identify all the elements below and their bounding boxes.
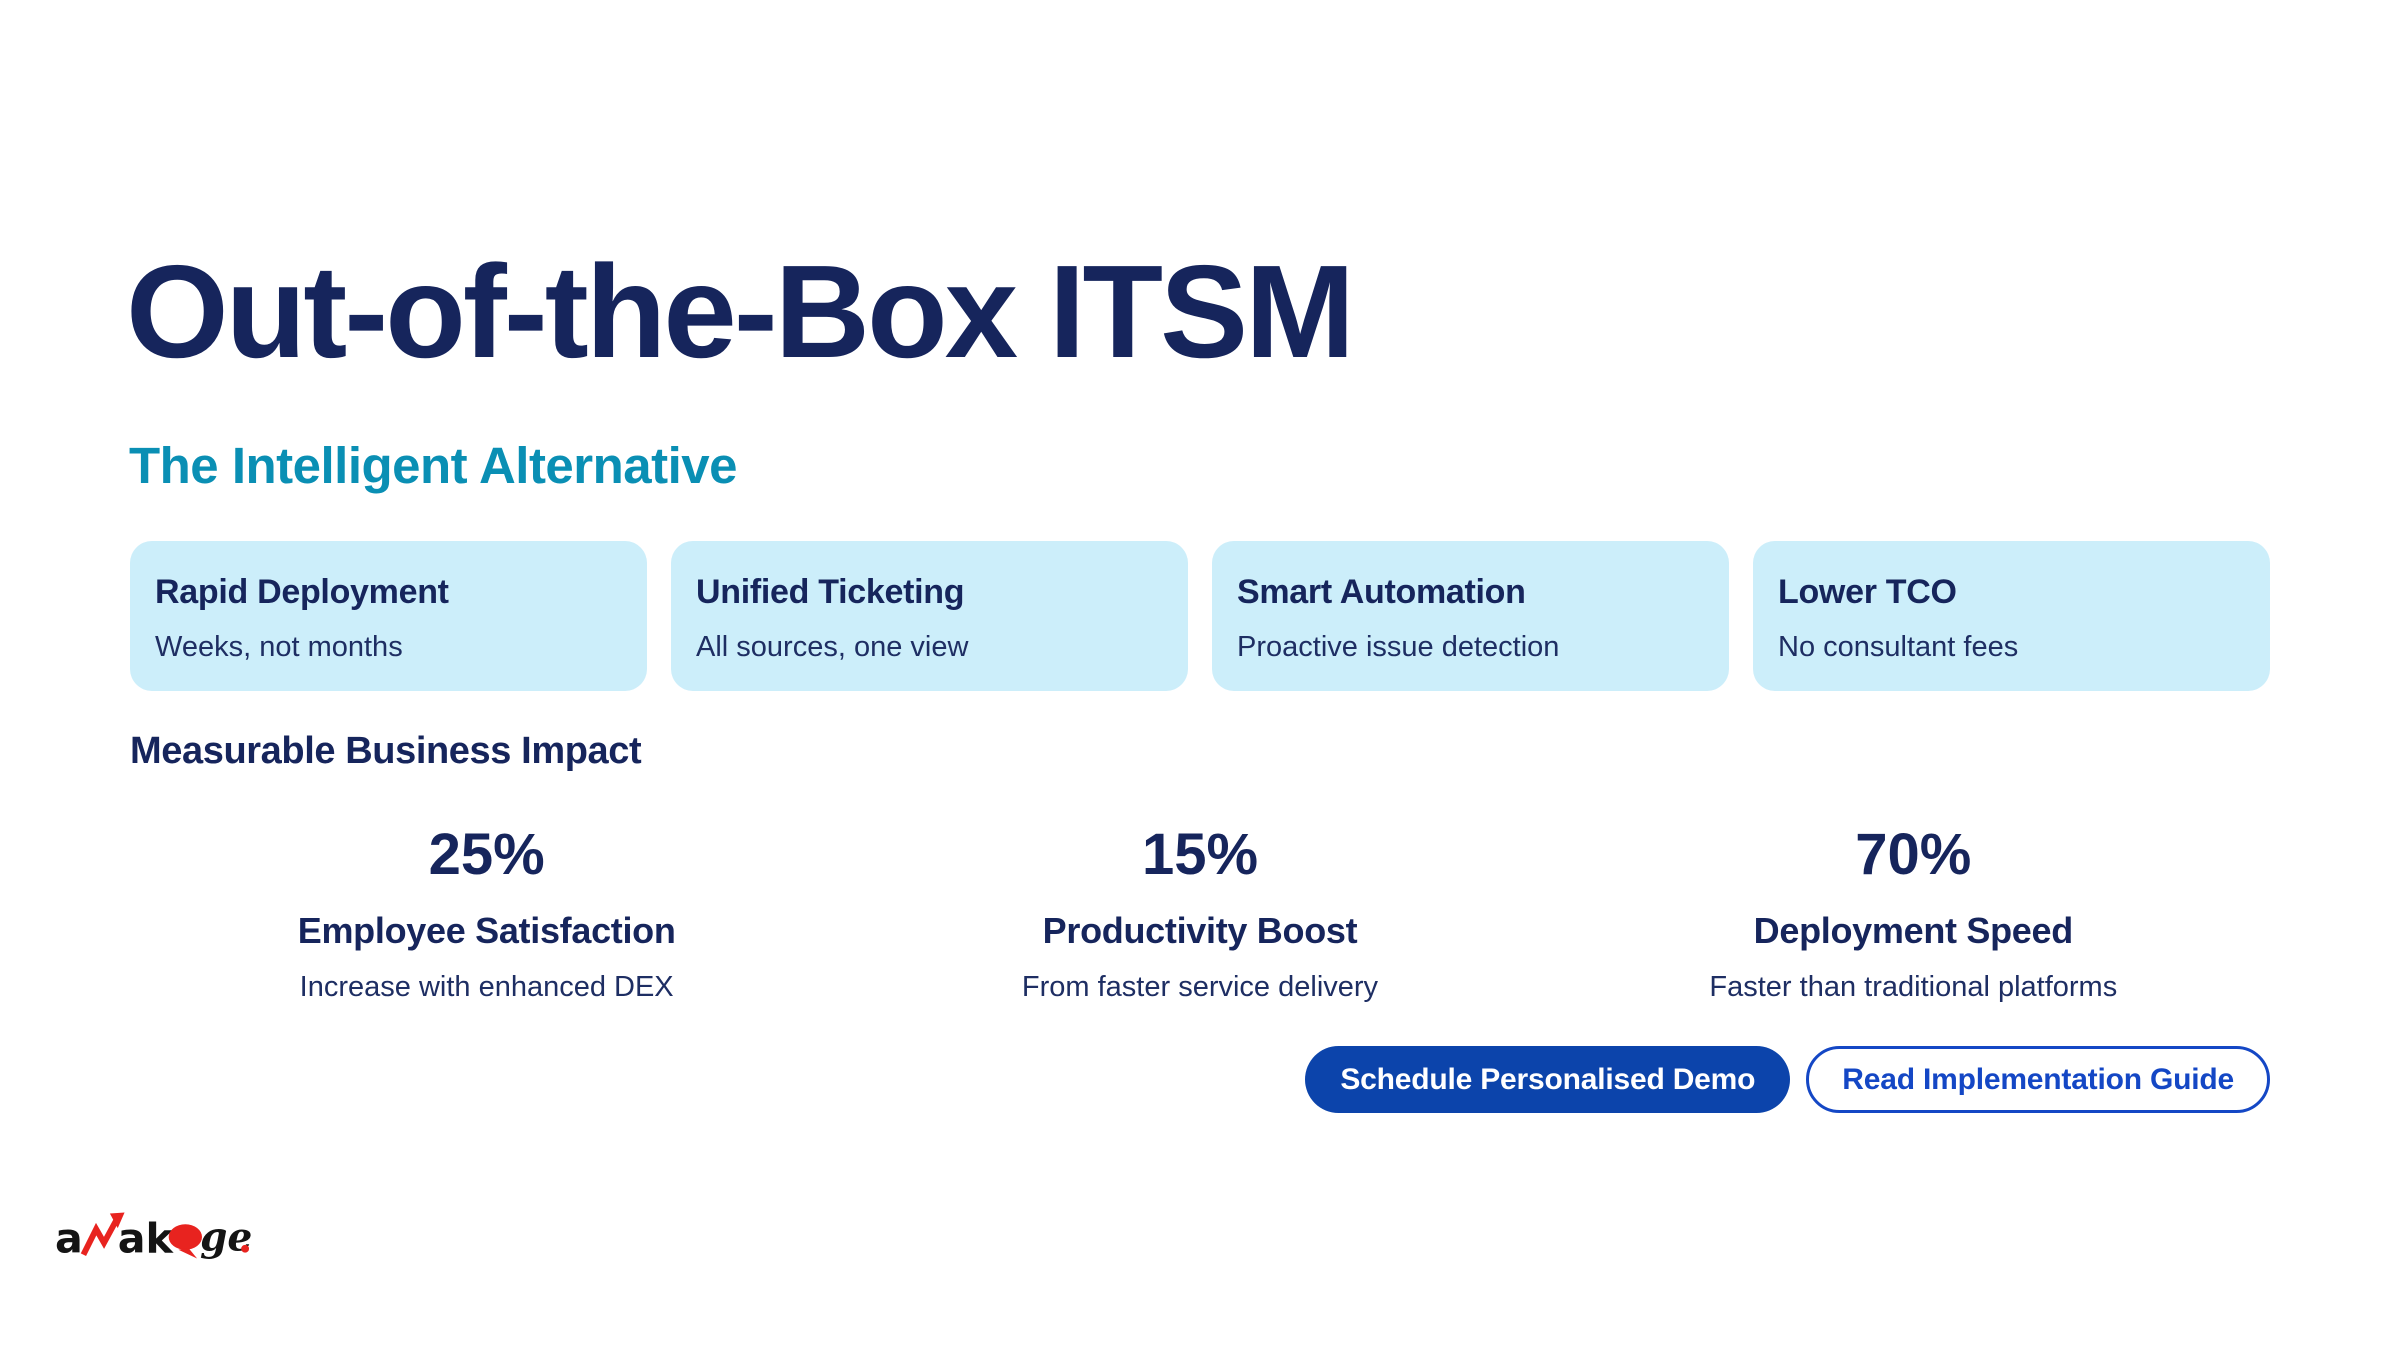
logo-letters-ak: ak: [118, 1215, 175, 1263]
feature-card-subtitle: Proactive issue detection: [1237, 630, 1560, 663]
stat-productivity-boost: 15% Productivity Boost From faster servi…: [843, 826, 1556, 1003]
stat-deployment-speed: 70% Deployment Speed Faster than traditi…: [1557, 826, 2270, 1003]
feature-card-unified-ticketing: Unified Ticketing All sources, one view: [671, 541, 1188, 691]
logo-bubble-icon: [168, 1224, 202, 1259]
schedule-demo-button[interactable]: Schedule Personalised Demo: [1305, 1046, 1791, 1113]
stat-description: Faster than traditional platforms: [1709, 970, 2118, 1003]
logo-letter-a: a: [55, 1215, 83, 1263]
stat-label: Productivity Boost: [1042, 910, 1358, 951]
read-implementation-guide-button[interactable]: Read Implementation Guide: [1806, 1046, 2270, 1113]
stat-description: Increase with enhanced DEX: [299, 970, 674, 1003]
feature-card-rapid-deployment: Rapid Deployment Weeks, not months: [130, 541, 647, 691]
stat-label: Employee Satisfaction: [297, 910, 676, 951]
feature-card-smart-automation: Smart Automation Proactive issue detecti…: [1212, 541, 1729, 691]
logo-arrow-icon: [80, 1212, 125, 1256]
logo-dot: [241, 1244, 250, 1253]
feature-card-lower-tco: Lower TCO No consultant fees: [1753, 541, 2270, 691]
stat-label: Deployment Speed: [1753, 910, 2074, 951]
feature-card-title: Lower TCO: [1778, 573, 1957, 611]
feature-card-subtitle: Weeks, not months: [155, 630, 403, 663]
stat-value: 70%: [1855, 822, 1972, 887]
logo-letters-ge: ge: [200, 1215, 251, 1261]
impact-heading: Measurable Business Impact: [130, 730, 642, 772]
anakage-logo: a ak ge: [55, 1212, 251, 1263]
feature-card-subtitle: All sources, one view: [696, 630, 969, 663]
page-title: Out-of-the-Box ITSM: [126, 238, 1355, 385]
feature-card-subtitle: No consultant fees: [1778, 630, 2019, 663]
stat-value: 15%: [1141, 822, 1259, 887]
stat-employee-satisfaction: 25% Employee Satisfaction Increase with …: [130, 826, 843, 1003]
stats-row: 25% Employee Satisfaction Increase with …: [130, 826, 2270, 1003]
stat-description: From faster service delivery: [1021, 970, 1379, 1003]
feature-card-title: Unified Ticketing: [696, 573, 965, 611]
cta-row: Schedule Personalised Demo Read Implemen…: [130, 1046, 2270, 1113]
feature-card-title: Smart Automation: [1237, 573, 1526, 611]
stat-value: 25%: [428, 822, 545, 887]
page-subtitle: The Intelligent Alternative: [129, 437, 738, 494]
feature-cards-row: Rapid Deployment Weeks, not months Unifi…: [130, 541, 2270, 691]
feature-card-title: Rapid Deployment: [155, 573, 449, 611]
